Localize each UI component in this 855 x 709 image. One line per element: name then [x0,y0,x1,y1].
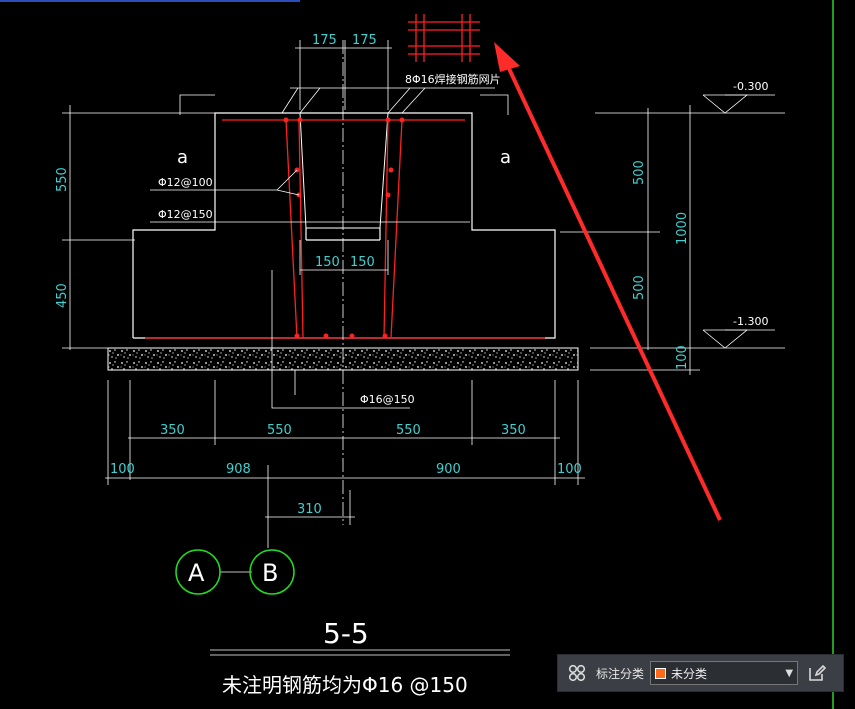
dim-right-3: 500 [632,275,647,300]
rebar-label-2: Φ12@150 [158,208,213,221]
dim-left-2: 450 [55,283,70,308]
dim-right-2: 1000 [675,212,690,245]
rebar-label-3: Φ16@150 [360,393,415,406]
dim-top-2: 175 [352,33,377,48]
dim-b2-1: 100 [110,462,135,477]
axis-bubble-b: B [249,549,295,595]
annotation-toolbar: 标注分类 未分类 ▼ [557,654,844,692]
category-label: 标注分类 [596,666,645,681]
top-border-line [0,0,300,2]
section-title: 5-5 [323,617,369,650]
foundation-outline [132,112,556,339]
dim-inner-2: 150 [350,255,375,270]
rebar-label-1: Φ12@100 [158,176,213,189]
elevation-top: -0.300 [733,80,768,93]
grid-icon[interactable] [564,660,590,686]
axis-label-a: A [188,559,205,587]
category-color-swatch [655,667,667,679]
dim-top-1: 175 [312,33,337,48]
dim-b1-4: 350 [501,423,526,438]
dim-inner-1: 150 [315,255,340,270]
annotation-labels: 8Φ16焊接钢筋网片 Φ12@100 Φ12@150 Φ16@150 a a -… [158,72,768,697]
dim-offset: 310 [297,502,322,517]
section-mark-right: a [500,147,511,168]
dim-b2-2: 908 [226,462,251,477]
chevron-down-icon: ▼ [785,667,794,679]
rebar-lines [145,14,545,339]
dim-b1-2: 550 [267,423,292,438]
dim-b1-3: 550 [396,423,421,438]
category-select[interactable]: 未分类 ▼ [650,661,799,685]
elevation-bottom: -1.300 [733,315,768,328]
dim-right-4: 100 [675,345,690,370]
dimension-lines [62,40,785,656]
category-selected-value: 未分类 [671,666,708,681]
viewport-border-line [832,0,834,709]
drawing-note: 未注明钢筋均为Φ16 @150 [222,673,468,697]
dim-b1-1: 350 [160,423,185,438]
red-arrow-annotation [494,42,722,521]
edit-icon[interactable] [804,660,830,686]
dim-b2-4: 100 [557,462,582,477]
dim-left-1: 550 [55,167,70,192]
mesh-label: 8Φ16焊接钢筋网片 [405,72,501,86]
dimension-text: 175 175 150 150 550 450 500 1000 500 100… [55,33,690,517]
axis-bubble-a: A [175,549,221,595]
dim-right-1: 500 [632,160,647,185]
dim-b2-3: 900 [436,462,461,477]
section-mark-left: a [177,147,188,168]
axis-label-b: B [262,559,278,587]
